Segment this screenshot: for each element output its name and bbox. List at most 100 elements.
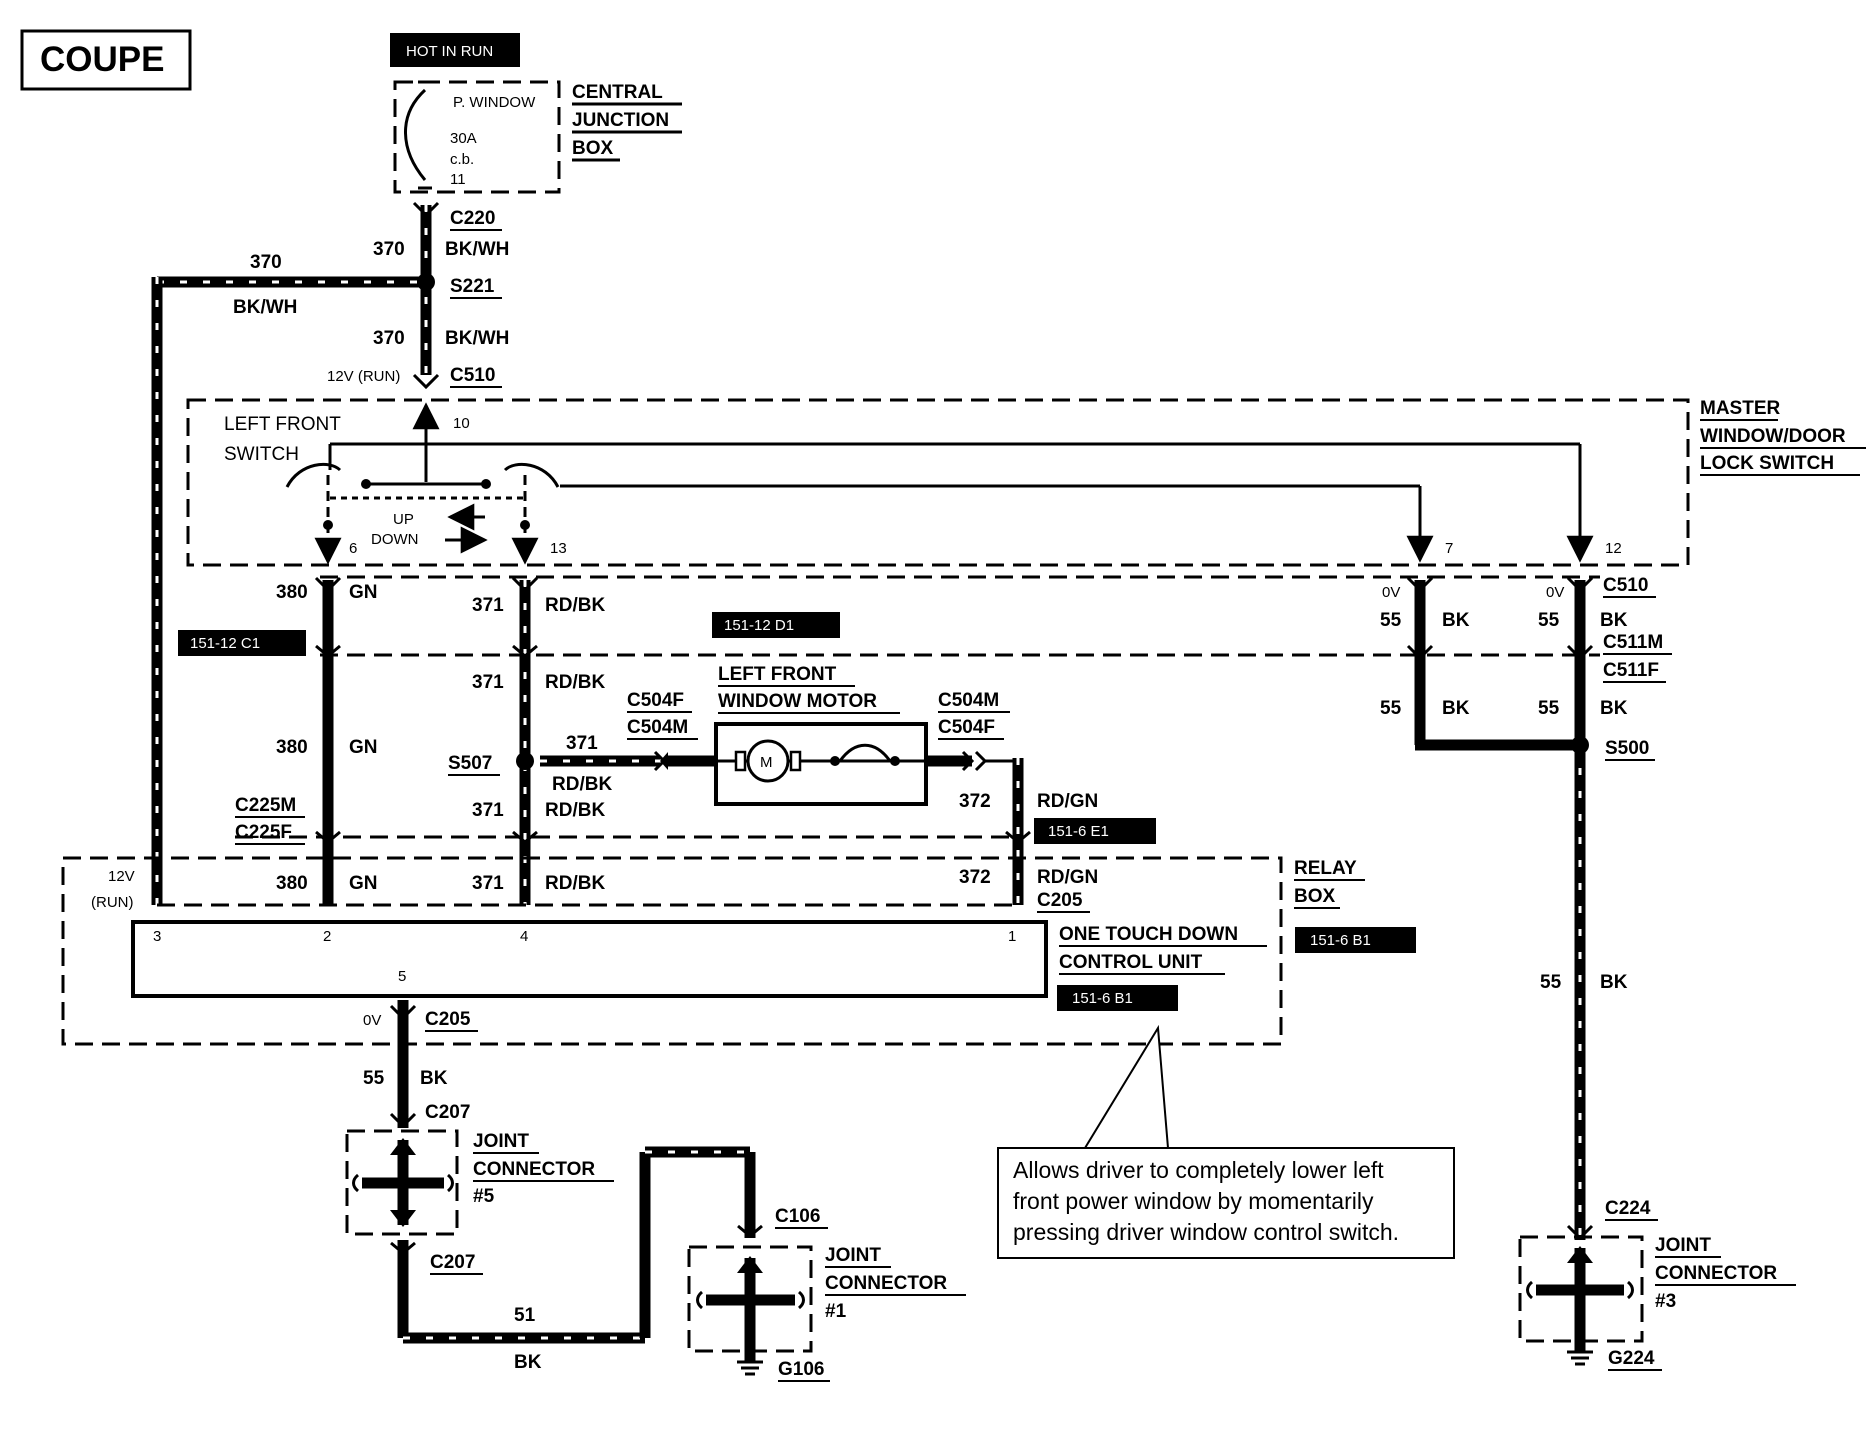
c510-right-label: C510 <box>1603 575 1648 596</box>
svg-text:COUPE: COUPE <box>40 40 164 79</box>
svg-text:DOWN: DOWN <box>371 531 419 548</box>
c207-top-label: C207 <box>425 1102 470 1123</box>
svg-text:JOINT: JOINT <box>825 1245 881 1266</box>
svg-text:11: 11 <box>450 171 466 188</box>
svg-text:BOX: BOX <box>1294 886 1336 907</box>
svg-text:RD/BK: RD/BK <box>545 873 605 894</box>
c220-label: C220 <box>450 208 495 229</box>
wire-51 <box>390 1146 763 1344</box>
svg-text:0V: 0V <box>1546 584 1564 601</box>
svg-text:LEFT FRONT: LEFT FRONT <box>718 664 837 685</box>
c504f-left-label: C504F <box>627 690 684 711</box>
svg-text:#3: #3 <box>1655 1291 1676 1312</box>
left-front-window-motor: LEFT FRONT WINDOW MOTOR M <box>653 664 1018 806</box>
svg-text:151-12 C1: 151-12 C1 <box>190 635 260 652</box>
svg-text:RD/BK: RD/BK <box>552 774 612 795</box>
svg-text:371: 371 <box>472 873 504 894</box>
svg-text:371: 371 <box>566 733 598 754</box>
svg-text:372: 372 <box>959 791 991 812</box>
svg-text:MASTER: MASTER <box>1700 398 1781 419</box>
c224-label: C224 <box>1605 1198 1651 1219</box>
svg-text:BK: BK <box>1442 610 1470 631</box>
c207-bottom-label: C207 <box>430 1252 475 1273</box>
svg-text:371: 371 <box>472 672 504 693</box>
svg-text:370: 370 <box>250 252 282 273</box>
svg-text:55: 55 <box>1538 610 1560 631</box>
master-window-door-lock-switch: MASTER WINDOW/DOOR LOCK SWITCH <box>186 398 1866 567</box>
svg-text:GN: GN <box>349 737 378 758</box>
svg-text:GN: GN <box>349 873 378 894</box>
svg-text:CENTRAL: CENTRAL <box>572 82 663 103</box>
svg-text:BOX: BOX <box>572 138 614 159</box>
wire-55-master <box>1406 576 1594 1241</box>
svg-text:JOINT: JOINT <box>1655 1235 1711 1256</box>
svg-text:BK: BK <box>1600 972 1628 993</box>
ref-tag-151-12-c1: 151-12 C1 <box>178 630 306 656</box>
svg-text:1: 1 <box>1008 928 1016 945</box>
svg-text:380: 380 <box>276 737 308 758</box>
svg-text:7: 7 <box>1445 540 1453 557</box>
joint-connector-1: JOINT CONNECTOR #1 <box>687 1245 966 1376</box>
svg-text:ONE TOUCH DOWN: ONE TOUCH DOWN <box>1059 924 1238 945</box>
svg-text:CONTROL UNIT: CONTROL UNIT <box>1059 952 1203 973</box>
c511f-label: C511F <box>1603 660 1659 681</box>
joint-connector-3: JOINT CONNECTOR #3 <box>1518 1235 1796 1366</box>
svg-text:RD/GN: RD/GN <box>1037 867 1098 888</box>
svg-text:55: 55 <box>1540 972 1562 993</box>
svg-text:UP: UP <box>393 511 414 528</box>
wire-372 <box>1005 758 1031 905</box>
svg-text:LOCK SWITCH: LOCK SWITCH <box>1700 453 1834 474</box>
c504m-left-label: C504M <box>627 717 688 738</box>
svg-text:JUNCTION: JUNCTION <box>572 110 669 131</box>
svg-text:371: 371 <box>472 800 504 821</box>
svg-text:55: 55 <box>363 1068 385 1089</box>
svg-text:#5: #5 <box>473 1186 495 1207</box>
svg-text:RD/BK: RD/BK <box>545 800 605 821</box>
svg-text:P. WINDOW: P. WINDOW <box>453 94 536 111</box>
svg-text:BK: BK <box>1600 698 1628 719</box>
svg-text:380: 380 <box>276 582 308 603</box>
c205-bottom-label: C205 <box>425 1009 471 1030</box>
svg-text:BK: BK <box>1442 698 1470 719</box>
ref-tag-151-6-e1: 151-6 E1 <box>1034 818 1156 844</box>
svg-text:6: 6 <box>349 540 357 557</box>
g224-label: G224 <box>1608 1348 1655 1369</box>
svg-text:12: 12 <box>1605 540 1622 557</box>
one-touch-down-control-unit: ONE TOUCH DOWN CONTROL UNIT <box>131 920 1267 998</box>
svg-text:3: 3 <box>153 928 161 945</box>
svg-text:Allows driver to completely lo: Allows driver to completely lower left <box>1013 1157 1384 1183</box>
svg-text:BK/WH: BK/WH <box>445 328 509 349</box>
svg-text:55: 55 <box>1538 698 1560 719</box>
c106-label: C106 <box>775 1206 820 1227</box>
svg-text:CONNECTOR: CONNECTOR <box>825 1273 947 1294</box>
svg-text:151-12 D1: 151-12 D1 <box>724 617 794 634</box>
svg-text:370: 370 <box>373 239 405 260</box>
c504m-right-label: C504M <box>938 690 999 711</box>
svg-text:M: M <box>760 754 773 771</box>
svg-text:151-6 B1: 151-6 B1 <box>1072 990 1133 1007</box>
svg-text:151-6 B1: 151-6 B1 <box>1310 932 1371 949</box>
s221-splice <box>417 273 435 291</box>
svg-text:RD/GN: RD/GN <box>1037 791 1098 812</box>
svg-text:13: 13 <box>550 540 567 557</box>
c205-top-label: C205 <box>1037 890 1083 911</box>
svg-text:RD/BK: RD/BK <box>545 595 605 616</box>
svg-text:SWITCH: SWITCH <box>224 444 299 465</box>
svg-text:371: 371 <box>472 595 504 616</box>
s507-label: S507 <box>448 753 492 774</box>
central-junction-box: P. WINDOW 30A c.b. 11 CENTRAL JUNCTION B… <box>393 80 682 194</box>
svg-text:380: 380 <box>276 873 308 894</box>
svg-text:HOT IN RUN: HOT IN RUN <box>406 43 493 60</box>
svg-text:370: 370 <box>373 328 405 349</box>
ref-tag-151-12-d1: 151-12 D1 <box>712 612 840 638</box>
svg-text:WINDOW MOTOR: WINDOW MOTOR <box>718 691 877 712</box>
svg-text:pressing driver window control: pressing driver window control switch. <box>1013 1219 1399 1245</box>
ref-tag-151-6-b1-a: 151-6 B1 <box>1295 927 1416 953</box>
joint-connector-5: JOINT CONNECTOR #5 <box>345 1129 614 1236</box>
wire-371 <box>511 576 660 905</box>
svg-text:c.b.: c.b. <box>450 151 474 168</box>
c510-top-label: C510 <box>450 365 495 386</box>
svg-text:51: 51 <box>514 1305 536 1326</box>
s500-label: S500 <box>1605 738 1649 759</box>
